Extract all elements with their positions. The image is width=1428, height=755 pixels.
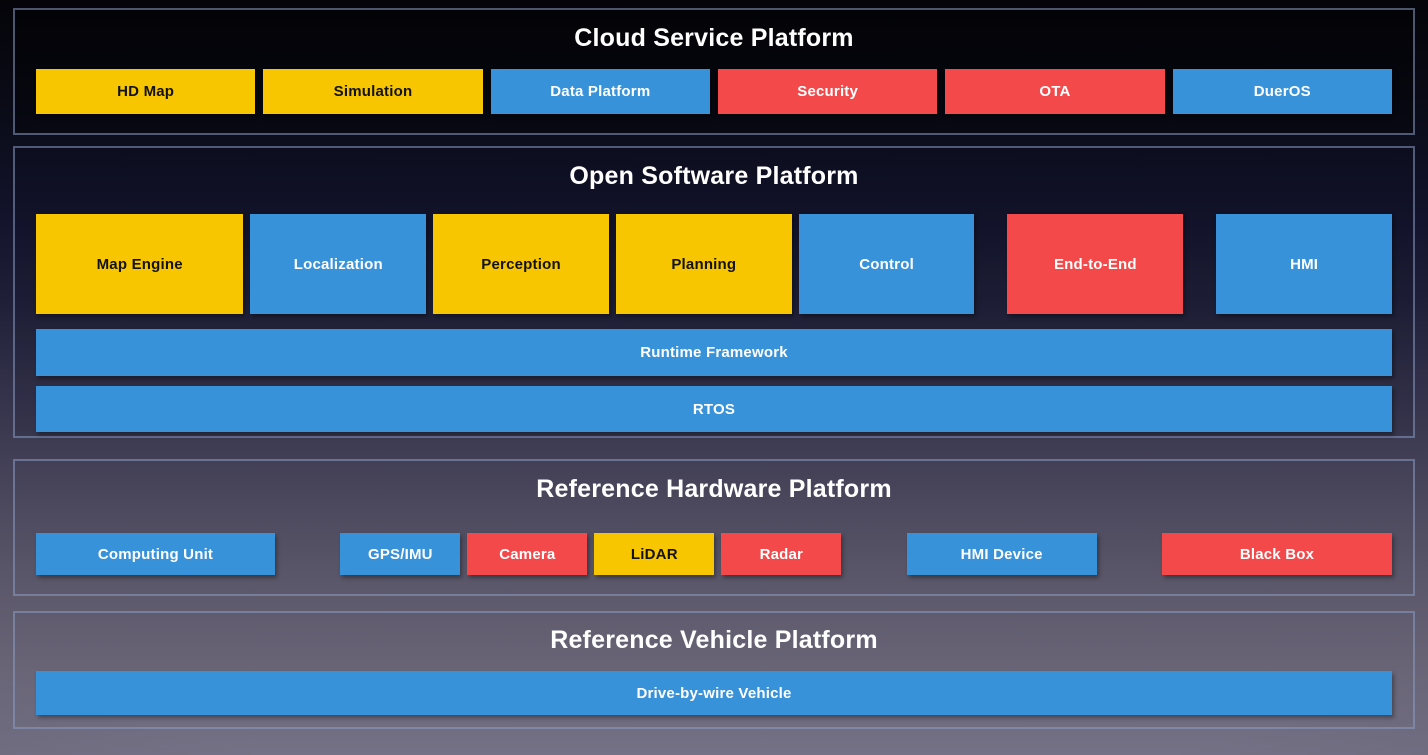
box-planning: Planning [615, 214, 792, 314]
section-title-cloud: Cloud Service Platform [574, 24, 854, 52]
bar-drive-by-wire-vehicle: Drive-by-wire Vehicle [36, 671, 1392, 715]
box-data-platform: Data Platform [490, 69, 710, 114]
box-dueros: DuerOS [1172, 69, 1392, 114]
software-modules-row: Map Engine Localization Perception Plann… [36, 214, 1392, 314]
hardware-row: Computing Unit GPS/IMU Camera LiDAR Rada… [36, 533, 1392, 575]
box-ota: OTA [945, 69, 1165, 114]
section-open-software-platform: Open Software Platform Map Engine Locali… [13, 146, 1415, 438]
box-hmi: HMI [1216, 214, 1392, 314]
box-localization: Localization [250, 214, 427, 314]
box-computing-unit: Computing Unit [36, 533, 275, 575]
box-lidar: LiDAR [594, 533, 715, 575]
bar-rtos: RTOS [36, 386, 1392, 432]
box-perception: Perception [433, 214, 609, 314]
box-control: Control [798, 214, 975, 314]
box-map-engine: Map Engine [36, 214, 244, 314]
cloud-services-row: HD Map Simulation Data Platform Security… [36, 69, 1392, 114]
box-black-box: Black Box [1161, 533, 1392, 575]
box-security: Security [717, 69, 938, 114]
box-hd-map: HD Map [36, 69, 256, 114]
box-gps-imu: GPS/IMU [340, 533, 461, 575]
section-cloud-service-platform: Cloud Service Platform HD Map Simulation… [13, 8, 1415, 135]
section-title-vehicle: Reference Vehicle Platform [550, 626, 878, 654]
section-title-software: Open Software Platform [569, 162, 859, 190]
box-camera: Camera [467, 533, 588, 575]
box-radar: Radar [721, 533, 842, 575]
box-simulation: Simulation [263, 69, 483, 114]
box-hmi-device: HMI Device [906, 533, 1097, 575]
section-reference-hardware-platform: Reference Hardware Platform Computing Un… [13, 459, 1415, 596]
sensor-group: GPS/IMU Camera LiDAR Radar [340, 533, 842, 575]
box-end-to-end: End-to-End [1007, 214, 1184, 314]
section-title-hardware: Reference Hardware Platform [536, 475, 892, 503]
section-reference-vehicle-platform: Reference Vehicle Platform Drive-by-wire… [13, 611, 1415, 729]
bar-runtime-framework: Runtime Framework [36, 329, 1392, 376]
